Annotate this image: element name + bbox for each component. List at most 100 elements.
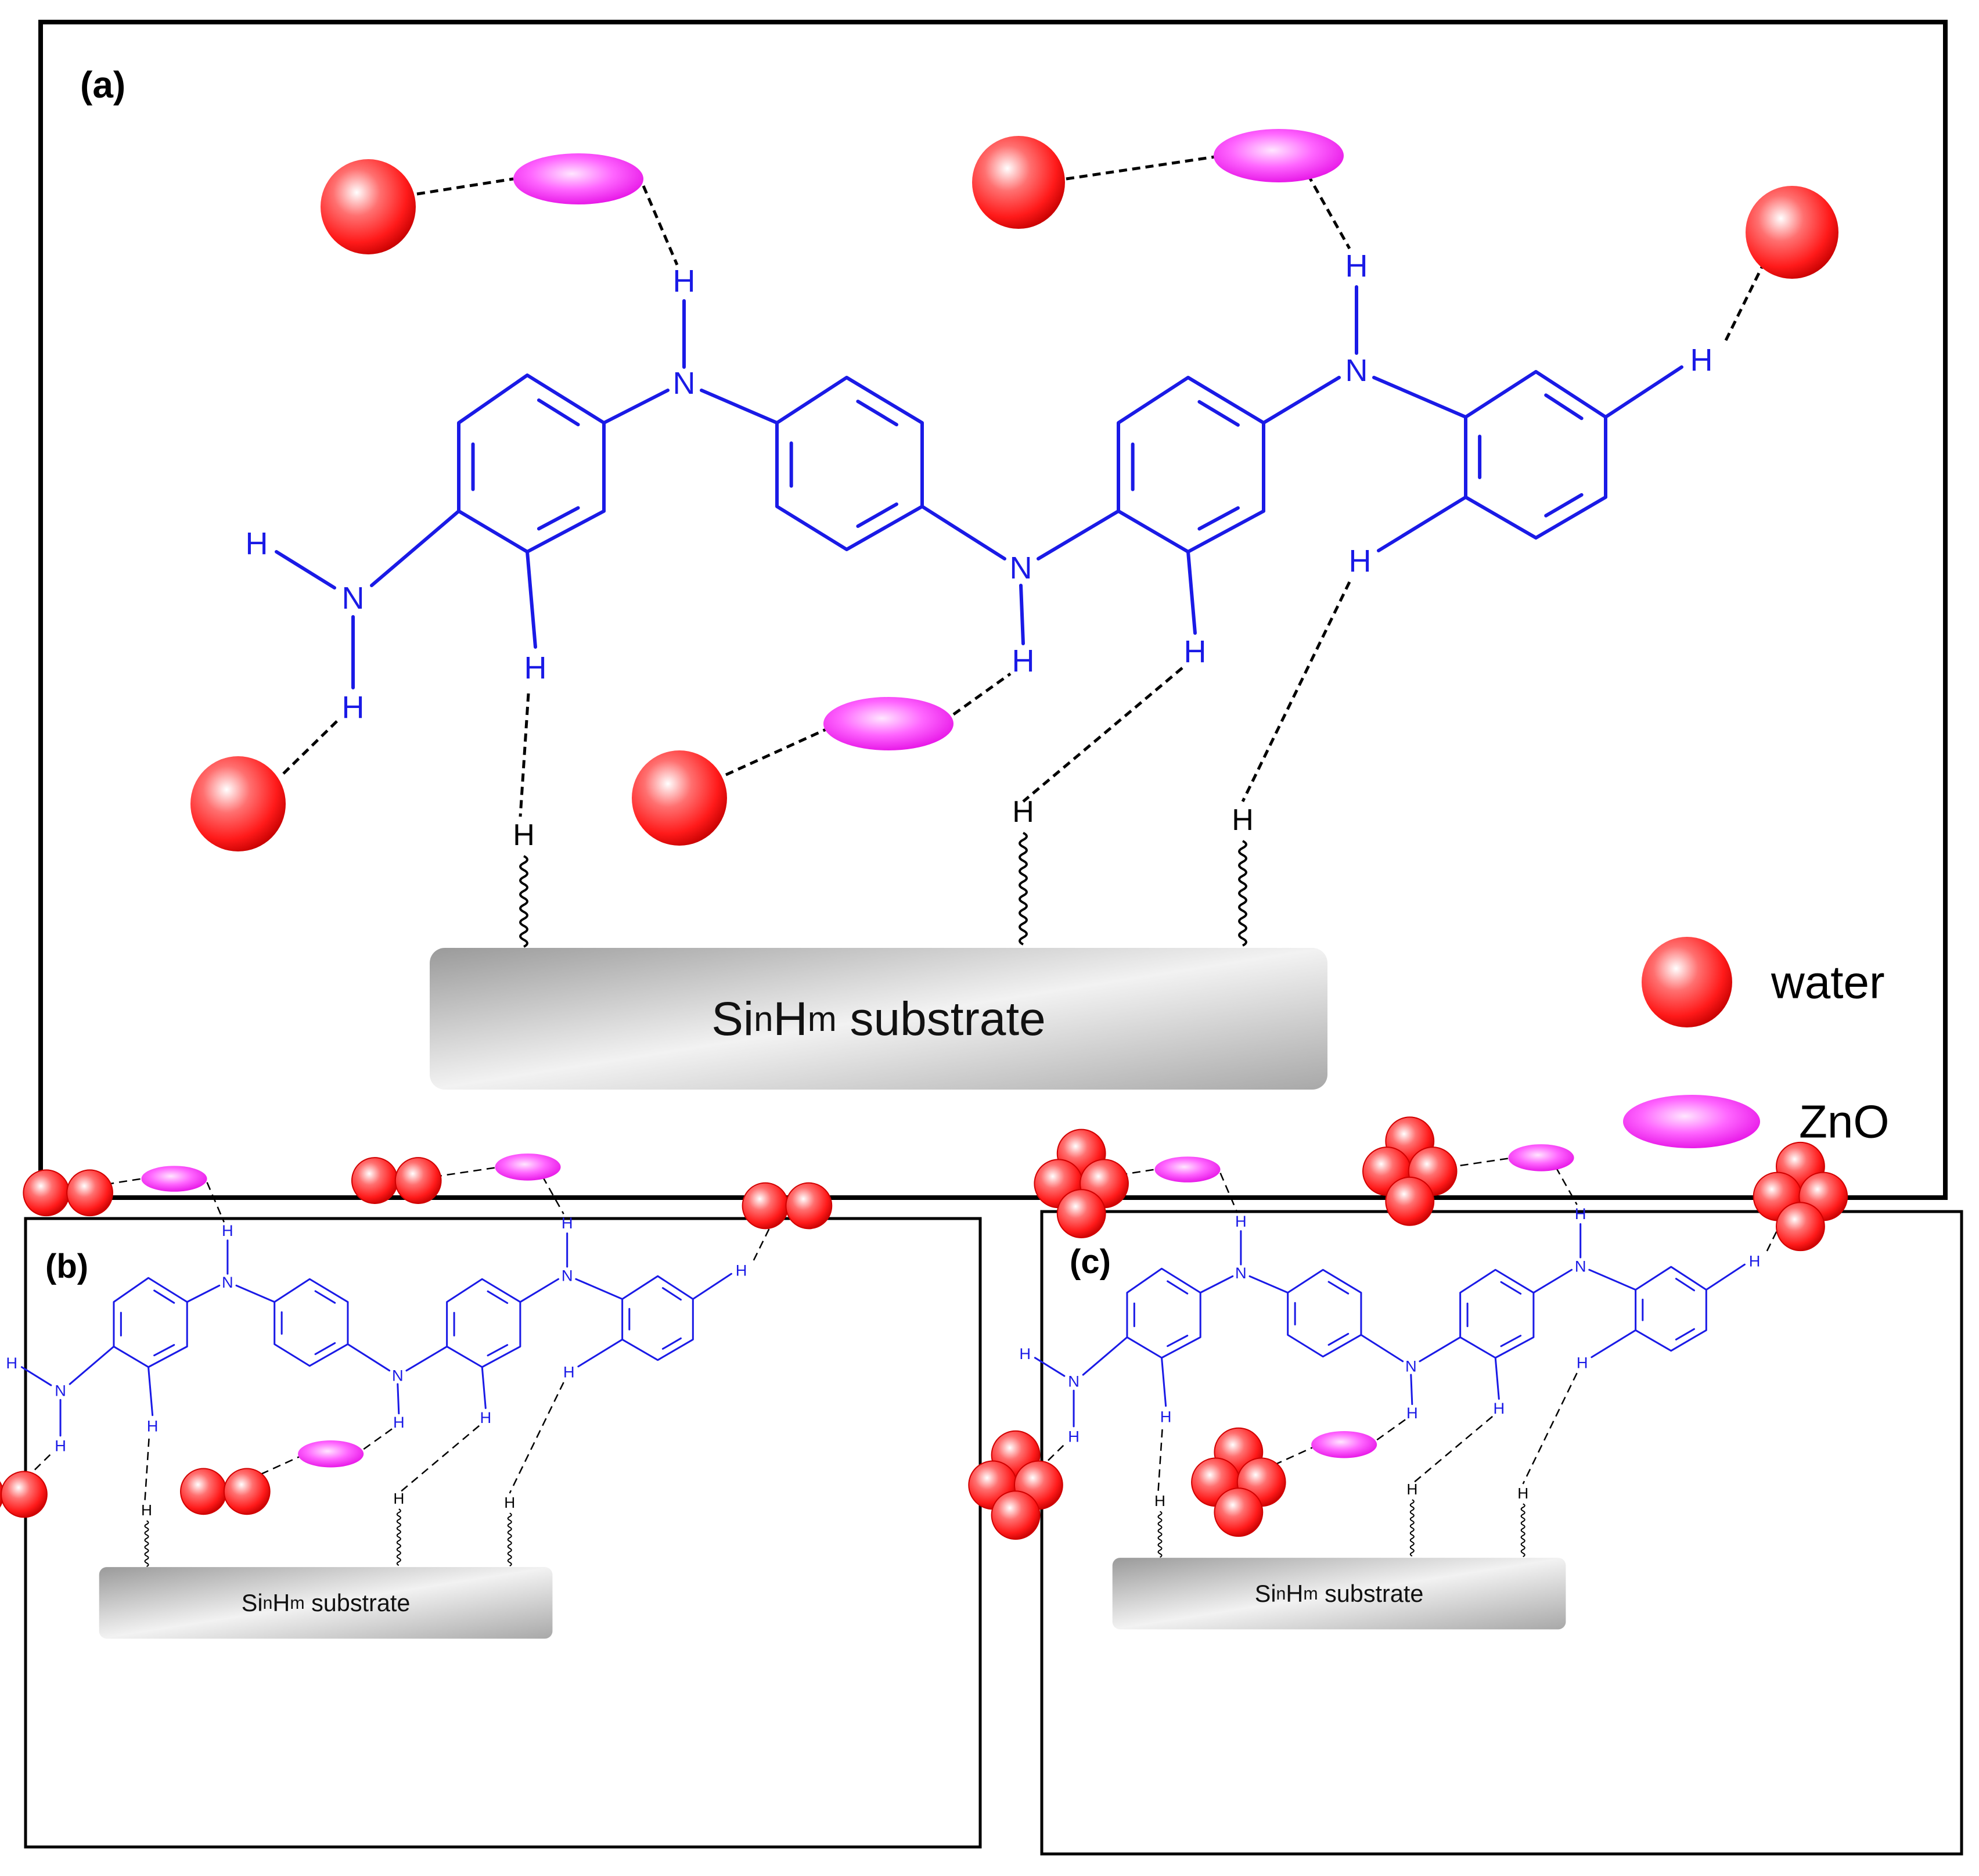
- water-molecule: [742, 1182, 789, 1230]
- single-bond-1: [1199, 1275, 1234, 1294]
- amine-hydrogen-2: H: [1012, 644, 1035, 678]
- ring-1-double-bond-1: [537, 398, 580, 426]
- substrate-wavy-bond-1: [1157, 1511, 1163, 1558]
- hydrogen-bond-4: [1306, 173, 1351, 250]
- hydrogen-bond-9: [144, 1438, 150, 1501]
- single-bond-13: [526, 550, 537, 649]
- ring4-hydrogen-1: H: [1349, 544, 1372, 578]
- ring-1-double-bond-2: [537, 506, 580, 531]
- amine-hydrogen-2: H: [1406, 1404, 1418, 1422]
- water-molecule: [1746, 186, 1838, 279]
- single-bond-13: [1161, 1357, 1167, 1407]
- amine-nitrogen-2: N: [1010, 551, 1032, 585]
- water-cluster-1: [1034, 1129, 1129, 1238]
- single-bond-16: [1705, 1263, 1746, 1291]
- hydrogen-bond-1: [92, 1178, 142, 1187]
- hydrogen-bond-10: [1411, 1415, 1493, 1485]
- terminal-hydrogen-2: H: [342, 690, 365, 725]
- hydrogen-bond-11: [509, 1382, 564, 1494]
- amine-hydrogen-3: H: [1345, 249, 1368, 283]
- substrate-hydrogen-3: H: [1517, 1485, 1528, 1502]
- substrate-wavy-bond-2: [396, 1508, 401, 1566]
- hydrogen-bond-4: [1555, 1166, 1578, 1205]
- single-bond-6: [1410, 1374, 1413, 1406]
- amine-nitrogen-2: N: [1405, 1357, 1417, 1375]
- single-bond-11: [20, 1366, 52, 1386]
- substrate-wavy-bond-2: [1409, 1499, 1415, 1557]
- water-cluster-4: [968, 1430, 1063, 1540]
- single-bond-5: [1037, 509, 1120, 560]
- water-molecule: [351, 1157, 398, 1204]
- panel-c-frame: [1040, 1210, 1963, 1856]
- water-molecule: [972, 136, 1065, 229]
- hydrogen-bond-1: [416, 177, 514, 196]
- water-cluster-1: [321, 159, 416, 254]
- terminal-hydrogen-2: H: [55, 1437, 66, 1455]
- water-molecule: [23, 1169, 70, 1217]
- zno-particle-3: [1311, 1431, 1377, 1458]
- ring-1-double-bond-2: [1167, 1335, 1189, 1347]
- ring-2-double-bond-2: [314, 1342, 336, 1356]
- hydrogen-bond-7: [725, 728, 827, 777]
- substrate-hydrogen-1: H: [1154, 1492, 1165, 1510]
- single-bond-2: [235, 1284, 276, 1303]
- ring-2-double-bond-1: [856, 400, 898, 427]
- water-cluster-2: [1362, 1116, 1458, 1226]
- water-molecule: [1214, 1487, 1264, 1537]
- zno-particle-3: [298, 1440, 364, 1468]
- ring-2-double-bond-1: [1327, 1281, 1350, 1295]
- single-bond-15: [577, 1338, 624, 1368]
- ring-4-double-bond-1: [661, 1287, 682, 1301]
- hydrogen-bond-10: [398, 1425, 480, 1494]
- ring-2-double-bond-2: [856, 502, 898, 529]
- water-molecule: [991, 1490, 1041, 1540]
- ring4-hydrogen-2: H: [1749, 1252, 1761, 1270]
- water-cluster-3: [1753, 1141, 1848, 1252]
- water-molecule: [1056, 1189, 1106, 1238]
- water-cluster-1: [23, 1169, 113, 1217]
- zno-particle-1: [513, 153, 643, 204]
- amine-nitrogen-2: N: [392, 1366, 404, 1384]
- single-bond-15: [1591, 1329, 1637, 1359]
- water-molecule: [66, 1169, 113, 1217]
- water-molecule: [321, 159, 416, 254]
- single-bond-6: [1019, 584, 1025, 645]
- hydrogen-bond-7: [1261, 1447, 1313, 1471]
- substrate-hydrogen-2: H: [1012, 795, 1034, 829]
- substrate-wavy-bond-3: [1520, 1503, 1525, 1558]
- benzene-ring-3: [446, 1278, 521, 1368]
- single-bond-16: [692, 1273, 732, 1300]
- single-bond-7: [1262, 376, 1341, 425]
- water-cluster-5: [1191, 1427, 1286, 1537]
- terminal-hydrogen-1: H: [1019, 1345, 1031, 1363]
- legend-water-label: water: [1771, 957, 1885, 1008]
- single-bond-8: [1372, 376, 1467, 419]
- terminal-hydrogen-2: H: [1068, 1428, 1080, 1446]
- hydrogen-bond-9: [1157, 1429, 1163, 1492]
- ring3-hydrogen: H: [480, 1408, 491, 1426]
- amine-nitrogen-3: N: [562, 1267, 573, 1285]
- hydrogen-bond-10: [1022, 667, 1183, 803]
- single-bond-4: [1360, 1334, 1404, 1363]
- substrate-hydrogen-3: H: [504, 1494, 515, 1511]
- single-bond-15: [1377, 495, 1467, 552]
- ring-3-double-bond-2: [487, 1344, 509, 1357]
- single-bond-10: [370, 509, 460, 587]
- single-bond-2: [1248, 1275, 1289, 1294]
- ring-3-double-bond-1: [1197, 400, 1240, 427]
- panel-c-label: (c): [1070, 1243, 1111, 1281]
- hydrogen-bond-8: [1376, 1418, 1406, 1441]
- ring-4-double-bond-2: [1544, 493, 1584, 517]
- substrate-block: [430, 948, 1327, 1090]
- substrate-hydrogen-1: H: [513, 818, 535, 852]
- water-molecule: [1776, 1202, 1825, 1252]
- benzene-ring-2: [274, 1278, 349, 1367]
- water-cluster-3: [742, 1182, 833, 1230]
- ring-4-double-bond-1: [1675, 1278, 1695, 1292]
- panel-b-label: (b): [45, 1248, 88, 1285]
- terminal-hydrogen-1: H: [246, 526, 268, 561]
- single-bond-5: [1419, 1336, 1462, 1363]
